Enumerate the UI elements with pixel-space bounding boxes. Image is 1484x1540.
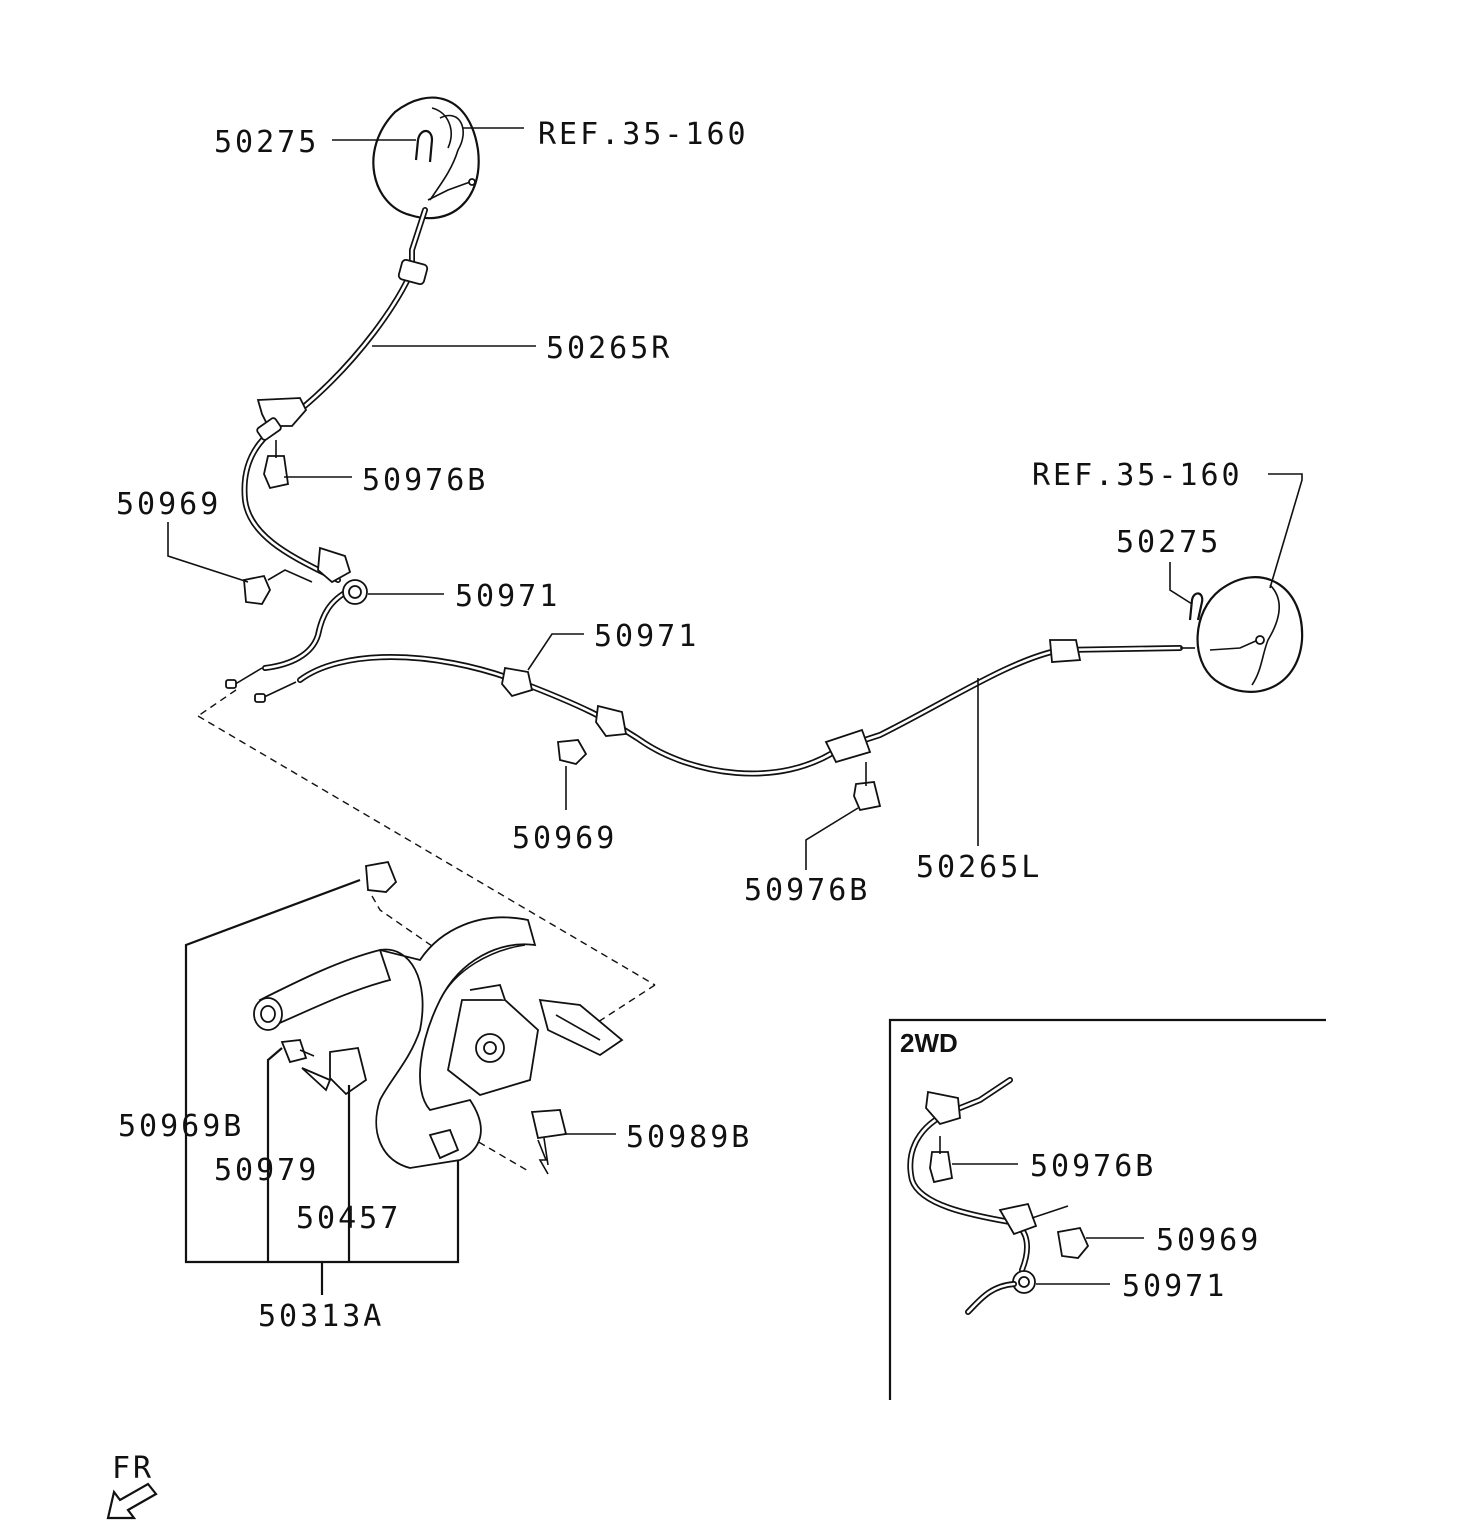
label-cap: 50969B (118, 1109, 244, 1144)
inset-2wd: 2WD 50976B 50969 50971 (888, 1018, 1326, 1400)
label-bolt-left: 50976B (362, 463, 488, 498)
label-clip-right: 50275 (1116, 525, 1221, 560)
label-cable-r: 50265R (546, 331, 672, 366)
label-clip-top: 50275 (214, 125, 319, 160)
cable-50265l (254, 639, 1195, 777)
label-ref-right: REF.35-160 (1032, 458, 1243, 493)
cable-50265r (225, 207, 429, 689)
label-grommet-mid: 50969 (512, 821, 617, 856)
inset-label-retainer: 50971 (1122, 1269, 1227, 1304)
brake-drum-top (372, 96, 480, 220)
label-retainer-mid: 50971 (594, 619, 699, 654)
parking-brake-lever (253, 916, 624, 1169)
label-fr: FR (112, 1451, 154, 1486)
inset-title: 2WD (900, 1028, 958, 1058)
switch-and-screw (280, 1039, 368, 1096)
leader-lines (167, 127, 1303, 1135)
label-cable-l: 50265L (916, 850, 1042, 885)
label-lever-assy: 50313A (258, 1299, 384, 1334)
label-switch: 50457 (296, 1201, 401, 1236)
assembly-bracket (184, 878, 460, 1295)
grommets (243, 440, 882, 812)
label-grommet-left: 50969 (116, 487, 221, 522)
label-retainer-left: 50971 (455, 579, 560, 614)
label-bolt-lever: 50989B (626, 1120, 752, 1155)
inset-label-grommet: 50969 (1156, 1223, 1261, 1258)
cap-top (365, 860, 398, 893)
label-bolt-mid: 50976B (744, 873, 870, 908)
label-screw: 50979 (214, 1153, 319, 1188)
arrow-icon (106, 1482, 158, 1520)
brake-drum-right (1188, 576, 1304, 693)
bolt-50989b (530, 1109, 568, 1175)
inset-label-bolt: 50976B (1030, 1149, 1156, 1184)
front-arrow: FR (106, 1451, 158, 1520)
label-ref-top: REF.35-160 (538, 117, 749, 152)
